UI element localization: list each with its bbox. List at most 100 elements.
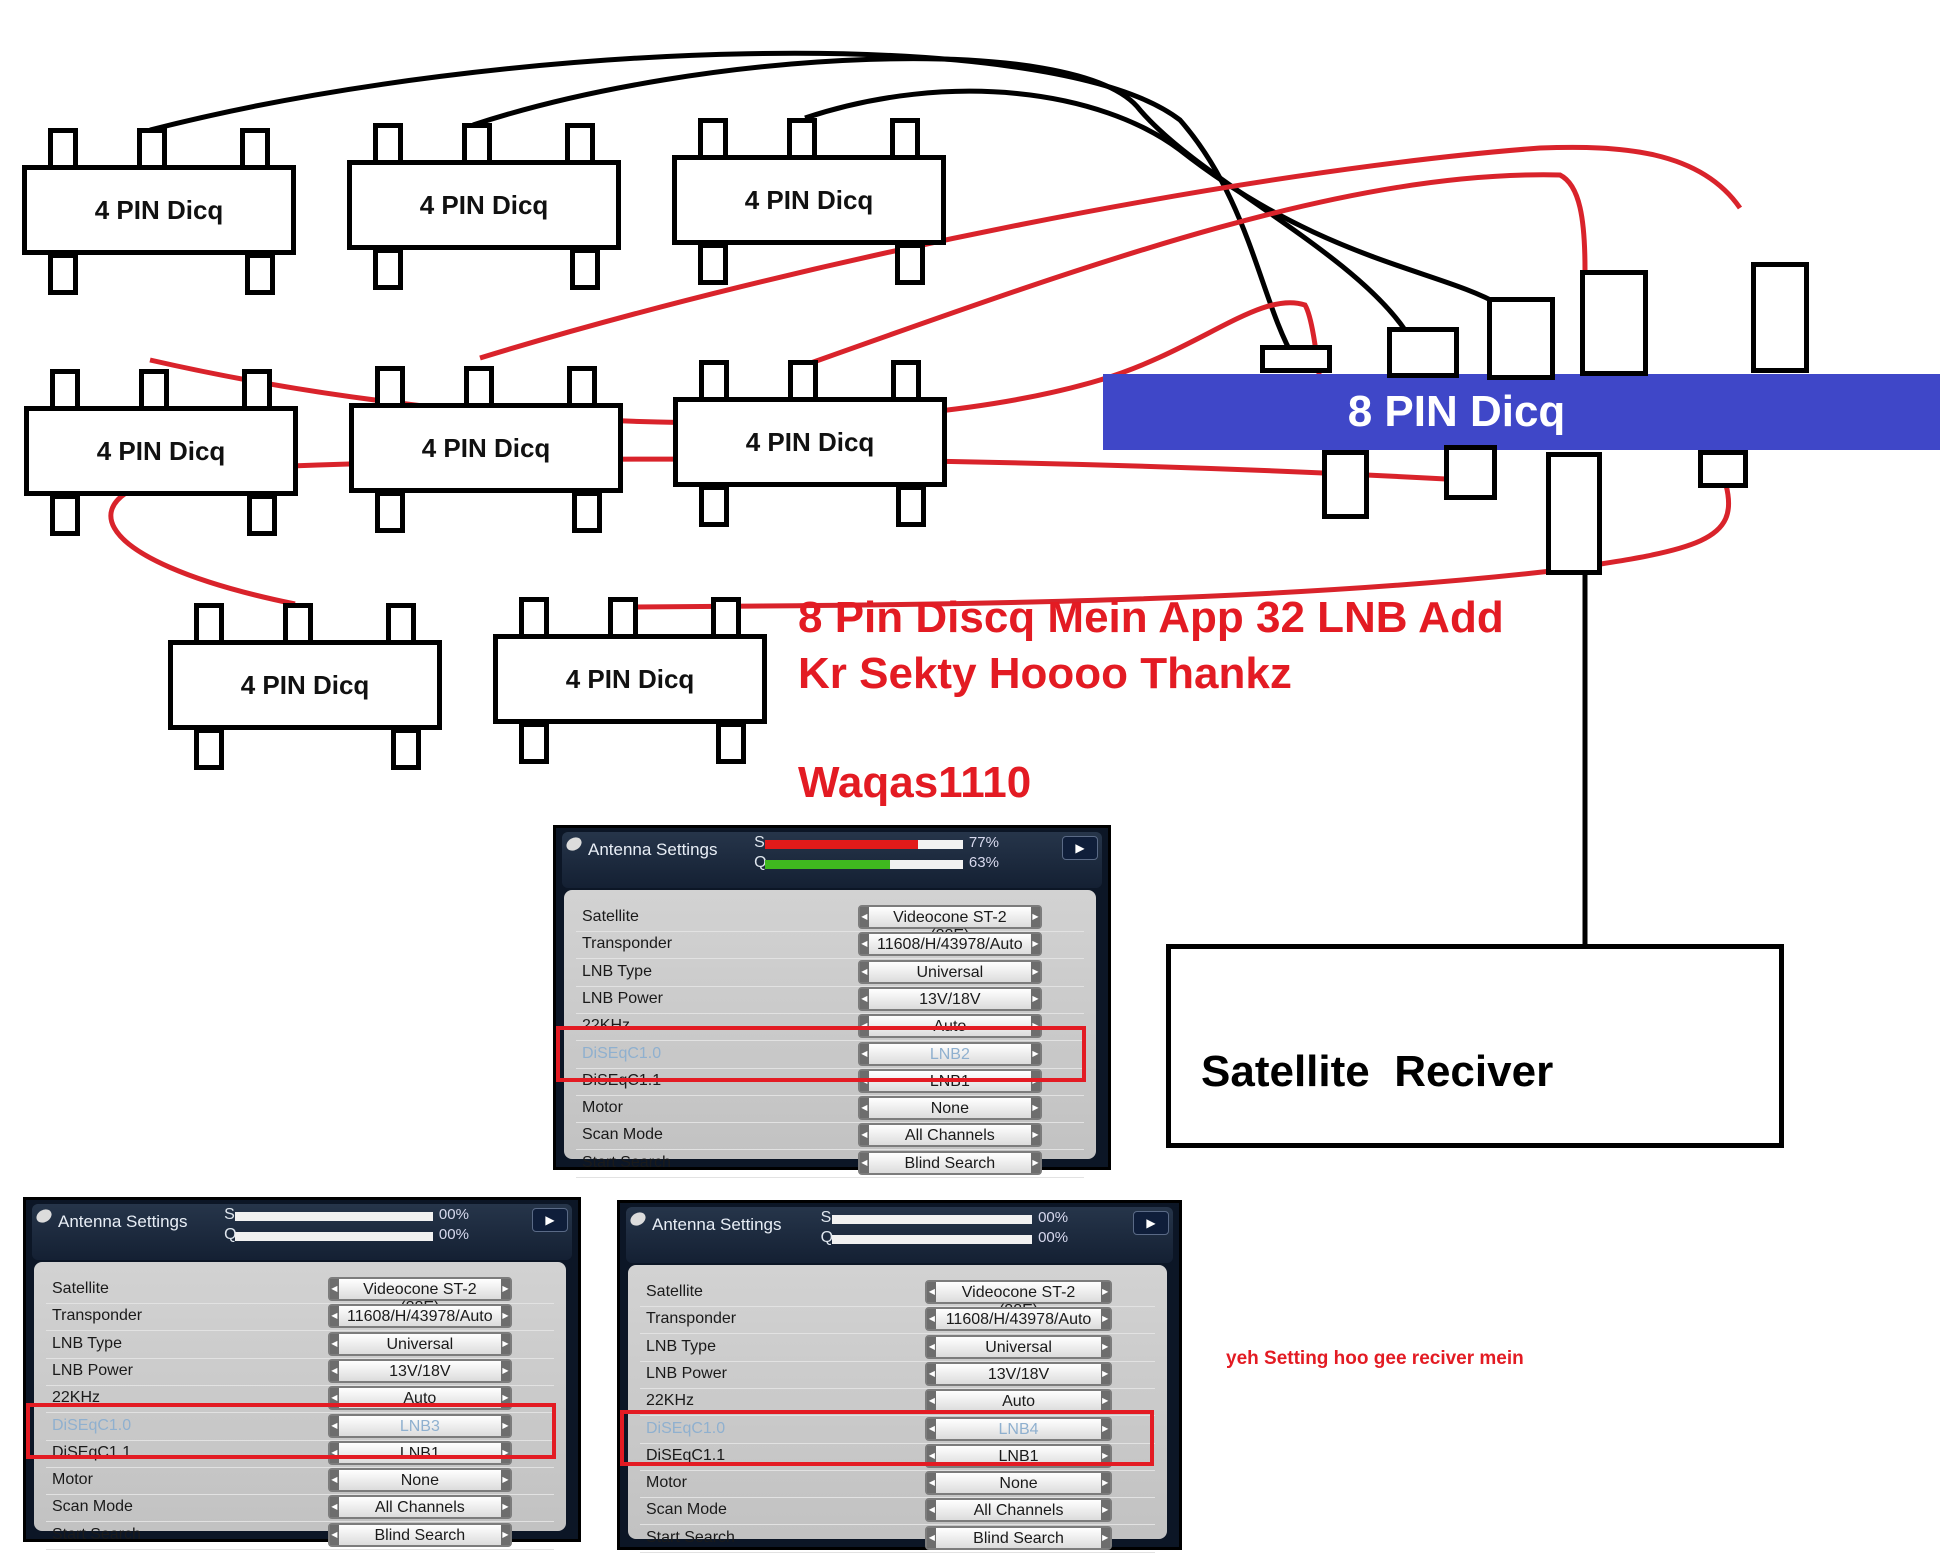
settings-row[interactable]: DiSEqC1.0 ◀ LNB3 ▶ [46, 1413, 554, 1441]
arrow-right-icon[interactable]: ▶ [1100, 1336, 1110, 1357]
arrow-right-icon[interactable]: ▶ [500, 1497, 510, 1518]
arrow-right-icon[interactable]: ▶ [1030, 1098, 1040, 1119]
arrow-right-icon[interactable]: ▶ [500, 1360, 510, 1381]
arrow-right-icon[interactable]: ▶ [1030, 961, 1040, 982]
setting-selector[interactable]: ◀ None ▶ [857, 1096, 1042, 1121]
settings-row[interactable]: Satellite ◀ Videocone ST-2 (88E) ▶ [576, 904, 1084, 944]
settings-row[interactable]: DiSEqC1.0 ◀ LNB4 ▶ [640, 1416, 1155, 1444]
setting-selector[interactable]: ◀ None ▶ [925, 1471, 1112, 1496]
arrow-left-icon[interactable]: ◀ [859, 1125, 869, 1146]
arrow-right-icon[interactable]: ▶ [500, 1306, 510, 1327]
arrow-left-icon[interactable]: ◀ [859, 1043, 869, 1064]
arrow-left-icon[interactable]: ◀ [329, 1279, 339, 1299]
arrow-left-icon[interactable]: ◀ [329, 1388, 339, 1409]
settings-row[interactable]: Motor ◀ None ▶ [640, 1470, 1155, 1499]
settings-row[interactable]: Motor ◀ None ▶ [46, 1467, 554, 1496]
settings-row[interactable]: Start Search ◀ Blind Search ▶ [576, 1150, 1084, 1178]
settings-row[interactable]: LNB Type ◀ Universal ▶ [640, 1334, 1155, 1362]
next-page-button[interactable]: ▶ [1133, 1211, 1169, 1235]
arrow-left-icon[interactable]: ◀ [927, 1500, 937, 1521]
arrow-left-icon[interactable]: ◀ [927, 1418, 937, 1439]
arrow-left-icon[interactable]: ◀ [329, 1524, 339, 1545]
setting-selector[interactable]: ◀ 11608/H/43978/Auto ▶ [327, 1304, 512, 1329]
arrow-right-icon[interactable]: ▶ [1030, 1043, 1040, 1064]
settings-row[interactable]: LNB Power ◀ 13V/18V ▶ [46, 1358, 554, 1386]
setting-selector[interactable]: ◀ 13V/18V ▶ [925, 1361, 1112, 1386]
setting-selector[interactable]: ◀ All Channels ▶ [925, 1498, 1112, 1523]
arrow-right-icon[interactable]: ▶ [1030, 1125, 1040, 1146]
arrow-left-icon[interactable]: ◀ [927, 1282, 937, 1302]
setting-selector[interactable]: ◀ Videocone ST-2 (88E) ▶ [925, 1280, 1112, 1319]
arrow-left-icon[interactable]: ◀ [329, 1497, 339, 1518]
arrow-right-icon[interactable]: ▶ [1100, 1391, 1110, 1412]
arrow-left-icon[interactable]: ◀ [329, 1442, 339, 1463]
arrow-left-icon[interactable]: ◀ [927, 1473, 937, 1494]
settings-row[interactable]: LNB Power ◀ 13V/18V ▶ [576, 986, 1084, 1014]
next-page-button[interactable]: ▶ [532, 1208, 568, 1232]
arrow-right-icon[interactable]: ▶ [500, 1470, 510, 1491]
settings-row[interactable]: Start Search ◀ Blind Search ▶ [640, 1525, 1155, 1553]
next-page-button[interactable]: ▶ [1062, 836, 1098, 860]
arrow-right-icon[interactable]: ▶ [1100, 1445, 1110, 1466]
setting-selector[interactable]: ◀ 13V/18V ▶ [327, 1358, 512, 1383]
arrow-left-icon[interactable]: ◀ [927, 1445, 937, 1466]
arrow-left-icon[interactable]: ◀ [329, 1415, 339, 1436]
arrow-right-icon[interactable]: ▶ [1100, 1500, 1110, 1521]
arrow-left-icon[interactable]: ◀ [927, 1391, 937, 1412]
setting-selector[interactable]: ◀ Videocone ST-2 (88E) ▶ [327, 1277, 512, 1316]
settings-row[interactable]: Satellite ◀ Videocone ST-2 (88E) ▶ [640, 1279, 1155, 1319]
arrow-right-icon[interactable]: ▶ [1100, 1309, 1110, 1330]
setting-selector[interactable]: ◀ LNB3 ▶ [327, 1413, 512, 1438]
setting-selector[interactable]: ◀ Universal ▶ [327, 1331, 512, 1356]
arrow-left-icon[interactable]: ◀ [859, 988, 869, 1009]
settings-row[interactable]: Scan Mode ◀ All Channels ▶ [640, 1497, 1155, 1526]
settings-row[interactable]: Satellite ◀ Videocone ST-2 (88E) ▶ [46, 1276, 554, 1316]
arrow-right-icon[interactable]: ▶ [1030, 988, 1040, 1009]
setting-selector[interactable]: ◀ 13V/18V ▶ [857, 986, 1042, 1011]
arrow-left-icon[interactable]: ◀ [927, 1309, 937, 1330]
settings-row[interactable]: Start Search ◀ Blind Search ▶ [46, 1522, 554, 1550]
arrow-right-icon[interactable]: ▶ [500, 1388, 510, 1409]
setting-selector[interactable]: ◀ 11608/H/43978/Auto ▶ [925, 1307, 1112, 1332]
settings-row[interactable]: Scan Mode ◀ All Channels ▶ [46, 1494, 554, 1523]
settings-row[interactable]: Transponder ◀ 11608/H/43978/Auto ▶ [46, 1303, 554, 1332]
setting-selector[interactable]: ◀ Blind Search ▶ [327, 1522, 512, 1547]
setting-selector[interactable]: ◀ Videocone ST-2 (88E) ▶ [857, 905, 1042, 944]
settings-row[interactable]: Scan Mode ◀ All Channels ▶ [576, 1122, 1084, 1151]
arrow-right-icon[interactable]: ▶ [500, 1333, 510, 1354]
arrow-left-icon[interactable]: ◀ [859, 961, 869, 982]
settings-row[interactable]: LNB Type ◀ Universal ▶ [576, 959, 1084, 987]
settings-row[interactable]: DiSEqC1.0 ◀ LNB2 ▶ [576, 1041, 1084, 1069]
arrow-left-icon[interactable]: ◀ [927, 1363, 937, 1384]
arrow-right-icon[interactable]: ▶ [500, 1415, 510, 1436]
arrow-right-icon[interactable]: ▶ [1030, 1152, 1040, 1173]
setting-selector[interactable]: ◀ Universal ▶ [925, 1334, 1112, 1359]
arrow-left-icon[interactable]: ◀ [859, 1152, 869, 1173]
setting-selector[interactable]: ◀ None ▶ [327, 1468, 512, 1493]
arrow-right-icon[interactable]: ▶ [1030, 934, 1040, 955]
settings-row[interactable]: LNB Type ◀ Universal ▶ [46, 1331, 554, 1359]
arrow-left-icon[interactable]: ◀ [329, 1360, 339, 1381]
arrow-left-icon[interactable]: ◀ [329, 1306, 339, 1327]
setting-selector[interactable]: ◀ LNB2 ▶ [857, 1041, 1042, 1066]
arrow-left-icon[interactable]: ◀ [329, 1470, 339, 1491]
setting-selector[interactable]: ◀ LNB4 ▶ [925, 1416, 1112, 1441]
arrow-left-icon[interactable]: ◀ [927, 1527, 937, 1548]
settings-row[interactable]: Motor ◀ None ▶ [576, 1095, 1084, 1124]
arrow-right-icon[interactable]: ▶ [500, 1524, 510, 1545]
setting-selector[interactable]: ◀ Universal ▶ [857, 959, 1042, 984]
arrow-right-icon[interactable]: ▶ [1030, 907, 1040, 927]
setting-selector[interactable]: ◀ All Channels ▶ [327, 1495, 512, 1520]
settings-row[interactable]: Transponder ◀ 11608/H/43978/Auto ▶ [640, 1306, 1155, 1335]
arrow-left-icon[interactable]: ◀ [927, 1336, 937, 1357]
setting-selector[interactable]: ◀ 11608/H/43978/Auto ▶ [857, 932, 1042, 957]
arrow-right-icon[interactable]: ▶ [1100, 1473, 1110, 1494]
setting-selector[interactable]: ◀ All Channels ▶ [857, 1123, 1042, 1148]
arrow-right-icon[interactable]: ▶ [1100, 1527, 1110, 1548]
arrow-left-icon[interactable]: ◀ [329, 1333, 339, 1354]
arrow-left-icon[interactable]: ◀ [859, 907, 869, 927]
arrow-right-icon[interactable]: ▶ [500, 1279, 510, 1299]
arrow-right-icon[interactable]: ▶ [500, 1442, 510, 1463]
arrow-left-icon[interactable]: ◀ [859, 934, 869, 955]
setting-selector[interactable]: ◀ LNB1 ▶ [327, 1440, 512, 1465]
